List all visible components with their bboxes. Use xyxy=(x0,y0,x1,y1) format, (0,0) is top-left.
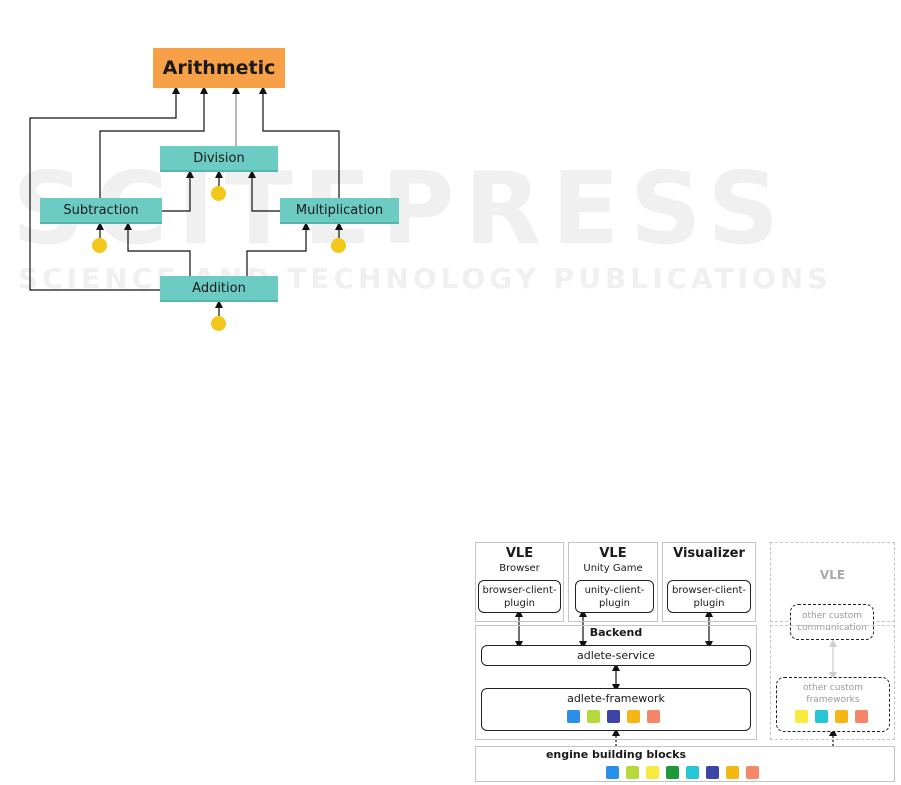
panel-vle-browser xyxy=(475,542,564,622)
panel-visualizer xyxy=(662,542,756,622)
edge-multiplication-arithmetic xyxy=(259,86,340,198)
dot-multiplication xyxy=(331,238,346,253)
block-salmon xyxy=(647,710,660,723)
dot-addition xyxy=(211,316,226,331)
vle-unity-subtitle: Unity Game xyxy=(583,563,643,574)
frameworks-line2: frameworks xyxy=(806,695,860,705)
panel-engine xyxy=(475,746,895,782)
browser-plugin-line2: plugin xyxy=(504,597,535,609)
edge-subtraction-arithmetic xyxy=(99,86,208,198)
block-yellow xyxy=(795,710,808,723)
block-lime xyxy=(626,766,639,779)
edge-addition-multiplication xyxy=(246,222,310,276)
comm-line1: other custom xyxy=(802,611,862,621)
vle-browser-subtitle: Browser xyxy=(499,563,540,574)
node-multiplication: Multiplication xyxy=(280,198,399,224)
unity-client-plugin: unity-client- plugin xyxy=(575,580,654,613)
vle-unity-title: VLE xyxy=(599,546,627,561)
block-indigo xyxy=(607,710,620,723)
vle-browser-title: VLE xyxy=(505,546,534,561)
block-green xyxy=(666,766,679,779)
edge-addition-subtraction xyxy=(124,222,191,276)
edge-addition-arithmetic xyxy=(29,86,180,291)
vle-other-title: VLE xyxy=(819,568,846,582)
dot-division xyxy=(211,186,226,201)
edge-multiplication-division xyxy=(248,170,280,212)
block-amber xyxy=(627,710,640,723)
unity-plugin-line2: plugin xyxy=(599,597,630,609)
visualizer-plugin-line2: plugin xyxy=(693,597,725,609)
adlete-framework-label: adlete-framework xyxy=(567,692,665,705)
block-salmon xyxy=(746,766,759,779)
frameworks-line1: other custom xyxy=(803,683,863,693)
browser-client-plugin: browser-client- plugin xyxy=(478,580,561,613)
block-cyan xyxy=(686,766,699,779)
panel-vle-unity xyxy=(568,542,658,622)
panel-other-frameworks xyxy=(770,625,895,740)
block-blue xyxy=(606,766,619,779)
adlete-service: adlete-service xyxy=(481,645,751,666)
block-cyan xyxy=(815,710,828,723)
other-custom-frameworks: other custom frameworks xyxy=(776,677,890,732)
node-division: Division xyxy=(160,146,278,172)
visualizer-plugin-line1: browser-client- xyxy=(671,584,747,596)
panel-backend xyxy=(475,625,757,740)
block-lime xyxy=(587,710,600,723)
dot-subtraction xyxy=(92,238,107,253)
block-blue xyxy=(567,710,580,723)
block-amber xyxy=(835,710,848,723)
unity-plugin-line1: unity-client- xyxy=(584,584,645,596)
visualizer-title: Visualizer xyxy=(673,546,745,561)
comm-line2: communication xyxy=(797,623,867,633)
visualizer-client-plugin: browser-client- plugin xyxy=(667,580,751,613)
block-yellow xyxy=(646,766,659,779)
block-salmon xyxy=(855,710,868,723)
engine-title: engine building blocks xyxy=(545,748,687,761)
node-addition: Addition xyxy=(160,276,278,302)
node-arithmetic: Arithmetic xyxy=(153,48,285,88)
backend-title: Backend xyxy=(589,626,643,639)
node-subtraction: Subtraction xyxy=(40,198,162,224)
block-amber xyxy=(726,766,739,779)
browser-plugin-line1: browser-client- xyxy=(482,584,557,596)
block-indigo xyxy=(706,766,719,779)
edge-subtraction-division xyxy=(162,170,194,212)
adlete-framework: adlete-framework xyxy=(481,688,751,731)
other-custom-communication: other custom communication xyxy=(790,604,874,640)
